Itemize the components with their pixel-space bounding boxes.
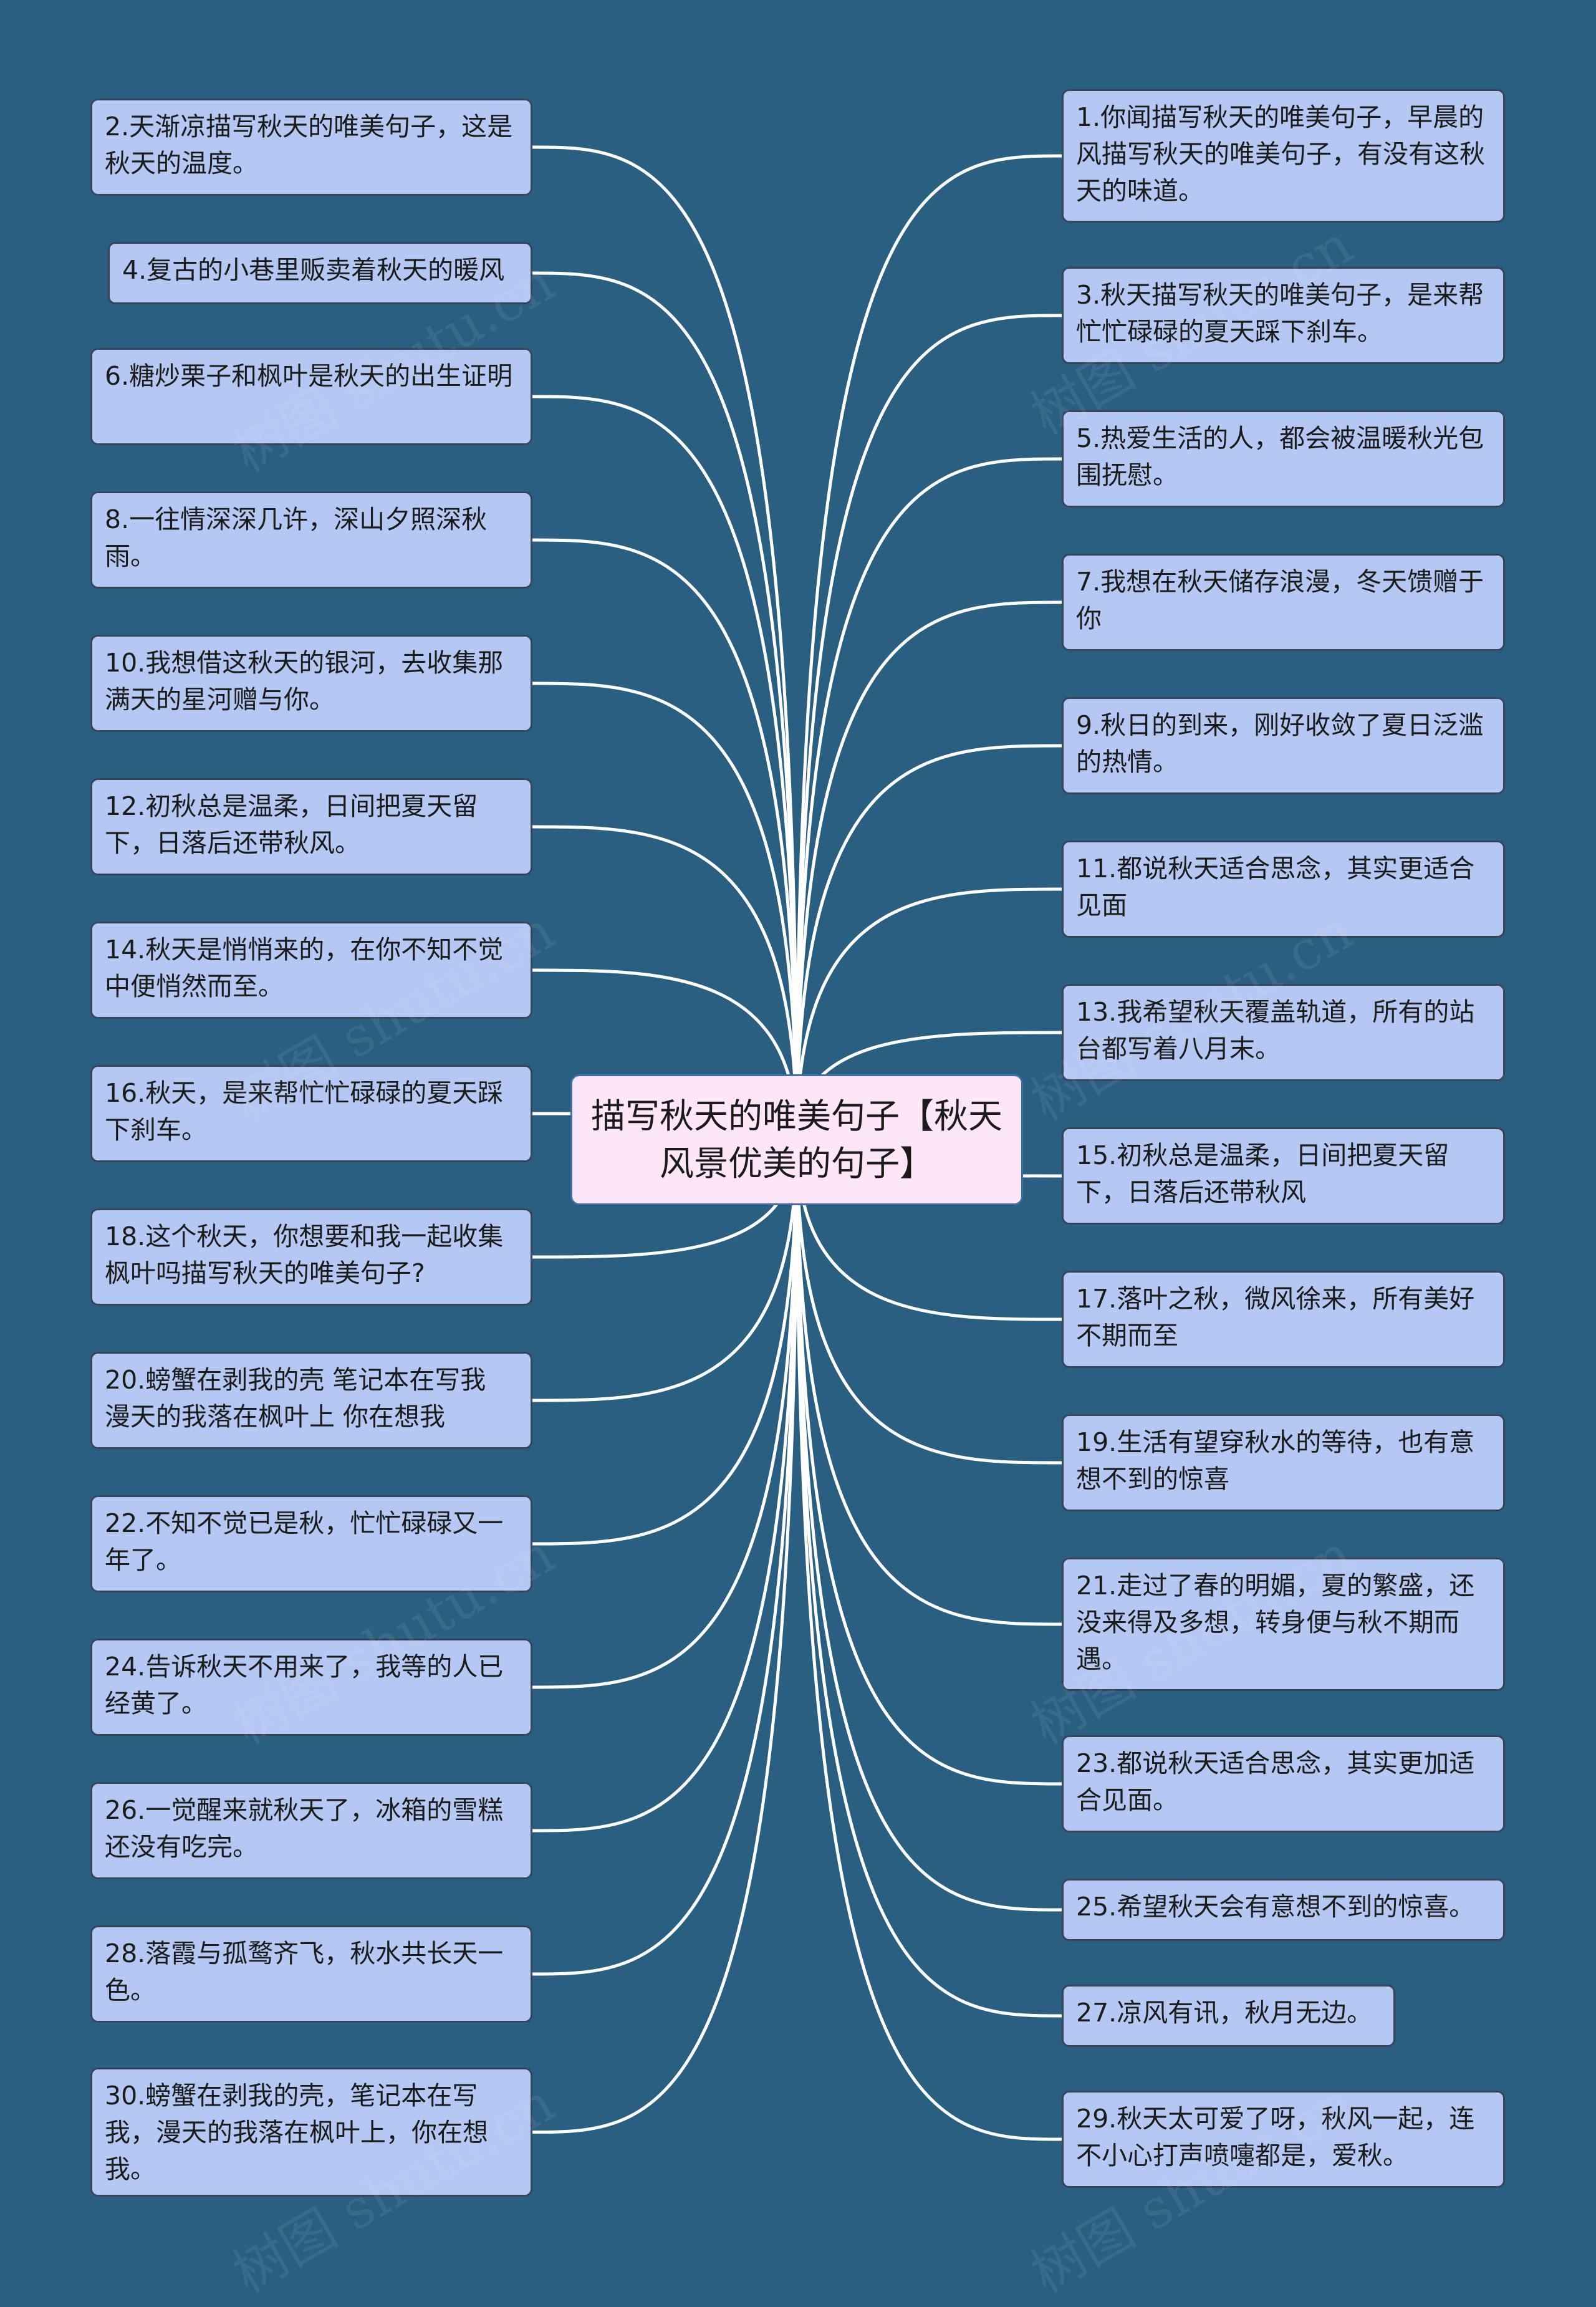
left-branch-label: 6.糖炒栗子和枫叶是秋天的出生证明 [105, 361, 513, 391]
right-branch-label: 27.凉风有讯，秋月无边。 [1076, 1998, 1373, 2028]
connector-line [532, 825, 799, 1140]
right-branch-label: 7.我想在秋天储存浪漫，冬天馈赠于你 [1076, 567, 1484, 633]
connector-line [795, 1139, 1062, 1465]
connector-line [532, 1139, 799, 1546]
connector-line [795, 1139, 1062, 1626]
right-branch-node[interactable]: 19.生活有望穿秋水的等待，也有意想不到的惊喜 [1062, 1414, 1505, 1511]
right-branch-label: 11.都说秋天适合思念，其实更适合见面 [1076, 854, 1475, 920]
connector-line [795, 1139, 1062, 2141]
left-branch-label: 28.落霞与孤鹜齐飞，秋水共长天一色。 [105, 1939, 504, 2005]
right-branch-node[interactable]: 13.我希望秋天覆盖轨道，所有的站台都写着八月末。 [1062, 984, 1505, 1081]
connector-line [532, 538, 799, 1140]
connector-line [532, 1139, 799, 1976]
left-branch-label: 2.天渐凉描写秋天的唯美句子，这是秋天的温度。 [105, 112, 513, 178]
right-branch-label: 19.生活有望穿秋水的等待，也有意想不到的惊喜 [1076, 1427, 1475, 1494]
central-topic-node[interactable]: 描写秋天的唯美句子【秋天风景优美的句子】 [570, 1074, 1023, 1205]
right-branch-node[interactable]: 25.希望秋天会有意想不到的惊喜。 [1062, 1879, 1505, 1941]
left-branch-node[interactable]: 22.不知不觉已是秋，忙忙碌碌又一年了。 [90, 1495, 532, 1592]
right-branch-node[interactable]: 3.秋天描写秋天的唯美句子，是来帮忙忙碌碌的夏天踩下刹车。 [1062, 267, 1505, 364]
left-branch-node[interactable]: 14.秋天是悄悄来的，在你不知不觉中便悄然而至。 [90, 922, 532, 1019]
right-branch-node[interactable]: 11.都说秋天适合思念，其实更适合见面 [1062, 840, 1505, 938]
right-branch-node[interactable]: 9.秋日的到来，刚好收敛了夏日泛滥的热情。 [1062, 697, 1505, 794]
left-branch-label: 12.初秋总是温柔，日间把夏天留下，日落后还带秋风。 [105, 791, 478, 858]
right-branch-node[interactable]: 7.我想在秋天储存浪漫，冬天馈赠于你 [1062, 554, 1505, 651]
right-branch-node[interactable]: 27.凉风有讯，秋月无边。 [1062, 1985, 1395, 2047]
left-branch-node[interactable]: 6.糖炒栗子和枫叶是秋天的出生证明 [90, 348, 532, 445]
left-branch-node[interactable]: 24.告诉秋天不用来了，我等的人已经黄了。 [90, 1639, 532, 1736]
connector-line [795, 1139, 1062, 1321]
right-branch-node[interactable]: 1.你闻描写秋天的唯美句子，早晨的风描写秋天的唯美句子，有没有这秋天的味道。 [1062, 89, 1505, 223]
left-branch-label: 26.一觉醒来就秋天了，冰箱的雪糕还没有吃完。 [105, 1795, 504, 1862]
right-branch-label: 29.秋天太可爱了呀，秋风一起，连不小心打声喷嚏都是，爱秋。 [1076, 2104, 1475, 2170]
left-branch-label: 10.我想借这秋天的银河，去收集那满天的星河赠与你。 [105, 648, 504, 715]
left-branch-label: 16.秋天，是来帮忙忙碌碌的夏天踩下刹车。 [105, 1078, 504, 1145]
left-branch-label: 4.复古的小巷里贩卖着秋天的暖风 [122, 255, 505, 285]
connector-line [795, 314, 1062, 1140]
left-branch-node[interactable]: 8.一往情深深几许，深山夕照深秋雨。 [90, 491, 532, 589]
connector-line [795, 1139, 1062, 2018]
left-branch-node[interactable]: 2.天渐凉描写秋天的唯美句子，这是秋天的温度。 [90, 99, 532, 196]
right-branch-label: 13.我希望秋天覆盖轨道，所有的站台都写着八月末。 [1076, 997, 1475, 1064]
right-branch-node[interactable]: 17.落叶之秋，微风徐来，所有美好不期而至 [1062, 1271, 1505, 1368]
left-branch-label: 22.不知不觉已是秋，忙忙碌碌又一年了。 [105, 1508, 504, 1575]
connector-line [532, 395, 799, 1140]
connector-line [795, 744, 1062, 1140]
connector-line [795, 457, 1062, 1140]
left-branch-node[interactable]: 12.初秋总是温柔，日间把夏天留下，日落后还带秋风。 [90, 778, 532, 875]
right-branch-label: 5.热爱生活的人，都会被温暖秋光包围抚慰。 [1076, 423, 1484, 490]
right-branch-node[interactable]: 21.走过了春的明媚，夏的繁盛，还没来得及多想，转身便与秋不期而遇。 [1062, 1558, 1505, 1691]
right-branch-label: 3.秋天描写秋天的唯美句子，是来帮忙忙碌碌的夏天踩下刹车。 [1076, 280, 1484, 347]
left-branch-node[interactable]: 18.这个秋天，你想要和我一起收集枫叶吗描写秋天的唯美句子? [90, 1208, 532, 1306]
right-branch-label: 21.走过了春的明媚，夏的繁盛，还没来得及多想，转身便与秋不期而遇。 [1076, 1571, 1475, 1674]
right-branch-node[interactable]: 5.热爱生活的人，都会被温暖秋光包围抚慰。 [1062, 410, 1505, 508]
connector-line [532, 271, 799, 1140]
connector-line [795, 154, 1062, 1140]
left-branch-node[interactable]: 30.螃蟹在剥我的壳，笔记本在写我，漫天的我落在枫叶上，你在想我。 [90, 2068, 532, 2197]
connector-line [795, 1139, 1062, 1912]
connector-line [532, 1139, 799, 1833]
left-branch-label: 18.这个秋天，你想要和我一起收集枫叶吗描写秋天的唯美句子? [105, 1221, 504, 1288]
connector-line [532, 1139, 799, 1402]
left-branch-label: 8.一往情深深几许，深山夕照深秋雨。 [105, 504, 488, 571]
left-branch-label: 20.螃蟹在剥我的壳 笔记本在写我 漫天的我落在枫叶上 你在想我 [105, 1365, 486, 1432]
connector-line [532, 1139, 799, 2134]
left-branch-label: 24.告诉秋天不用来了，我等的人已经黄了。 [105, 1652, 504, 1718]
left-branch-label: 30.螃蟹在剥我的壳，笔记本在写我，漫天的我落在枫叶上，你在想我。 [105, 2081, 488, 2184]
left-branch-node[interactable]: 4.复古的小巷里贩卖着秋天的暖风 [108, 242, 532, 304]
connector-line [532, 145, 799, 1140]
central-topic-label: 描写秋天的唯美句子【秋天风景优美的句子】 [591, 1096, 1003, 1183]
left-branch-node[interactable]: 26.一觉醒来就秋天了，冰箱的雪糕还没有吃完。 [90, 1782, 532, 1879]
connector-line [795, 600, 1062, 1140]
left-branch-label: 14.秋天是悄悄来的，在你不知不觉中便悄然而至。 [105, 935, 504, 1001]
right-branch-label: 17.落叶之秋，微风徐来，所有美好不期而至 [1076, 1284, 1475, 1351]
connector-line [532, 682, 799, 1140]
left-branch-node[interactable]: 16.秋天，是来帮忙忙碌碌的夏天踩下刹车。 [90, 1065, 532, 1162]
connector-line [532, 1139, 799, 1689]
connector-line [795, 887, 1062, 1140]
right-branch-label: 23.都说秋天适合思念，其实更加适合见面。 [1076, 1748, 1475, 1815]
left-branch-node[interactable]: 10.我想借这秋天的银河，去收集那满天的星河赠与你。 [90, 635, 532, 732]
right-branch-label: 1.你闻描写秋天的唯美句子，早晨的风描写秋天的唯美句子，有没有这秋天的味道。 [1076, 102, 1485, 206]
right-branch-node[interactable]: 23.都说秋天适合思念，其实更加适合见面。 [1062, 1735, 1505, 1833]
right-branch-label: 25.希望秋天会有意想不到的惊喜。 [1076, 1892, 1475, 1922]
right-branch-label: 15.初秋总是温柔，日间把夏天留下，日落后还带秋风 [1076, 1140, 1449, 1207]
left-branch-node[interactable]: 28.落霞与孤鹜齐飞，秋水共长天一色。 [90, 1925, 532, 2023]
right-branch-label: 9.秋日的到来，刚好收敛了夏日泛滥的热情。 [1076, 710, 1484, 777]
left-branch-node[interactable]: 20.螃蟹在剥我的壳 笔记本在写我 漫天的我落在枫叶上 你在想我 [90, 1352, 532, 1449]
right-branch-node[interactable]: 15.初秋总是温柔，日间把夏天留下，日落后还带秋风 [1062, 1127, 1505, 1225]
connector-line [795, 1139, 1062, 1786]
right-branch-node[interactable]: 29.秋天太可爱了呀，秋风一起，连不小心打声喷嚏都是，爱秋。 [1062, 2091, 1505, 2188]
